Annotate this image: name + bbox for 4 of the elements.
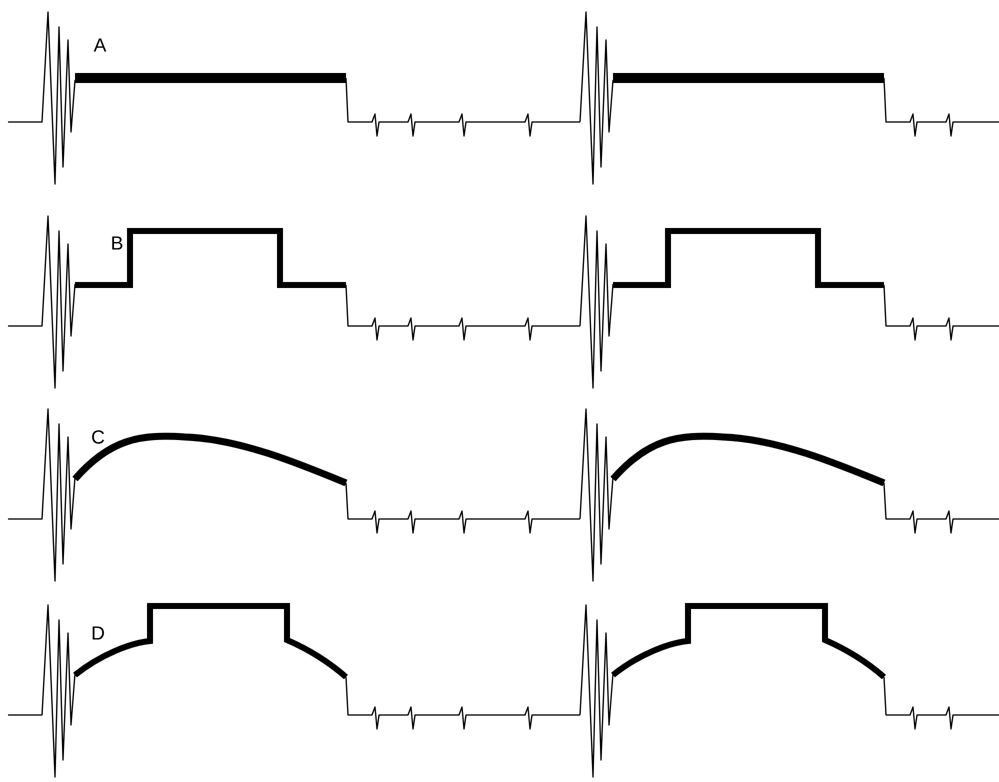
trace-label: D — [92, 626, 104, 640]
trace-label: B — [112, 236, 122, 250]
trace-label: C — [92, 430, 104, 444]
trace-label: A — [94, 38, 106, 52]
